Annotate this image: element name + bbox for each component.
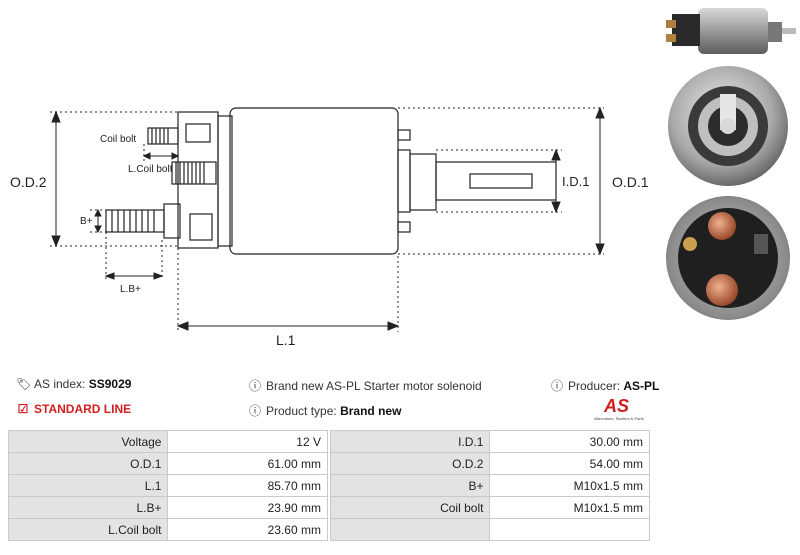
spec-label: L.1 [7, 474, 169, 497]
spec-label [329, 518, 491, 541]
spec-label: O.D.1 [7, 452, 169, 475]
lb-label: L.B+ [120, 284, 141, 295]
spec-label: Coil bolt [329, 496, 491, 519]
id1-label: I.D.1 [562, 174, 589, 189]
spec-value: 23.60 mm [167, 518, 328, 541]
plunger [435, 161, 557, 201]
product-photo-side [666, 8, 796, 54]
standard-line: ☑STANDARD LINE [17, 402, 132, 416]
od2-label: O.D.2 [10, 174, 47, 190]
b-plus-label: B+ [80, 216, 93, 227]
info-icon: ⓘ [550, 379, 563, 393]
spec-label: Voltage [7, 430, 169, 453]
spec-value: 12 V [167, 430, 328, 453]
tag-icon: 🏷 [16, 377, 32, 391]
spec-value: M10x1.5 mm [489, 474, 650, 497]
spec-label: L.Coil bolt [7, 518, 169, 541]
as-index: 🏷AS index: SS9029 [16, 377, 132, 391]
producer-value: AS-PL [623, 379, 660, 393]
spec-label: O.D.2 [329, 452, 491, 475]
spec-value: 61.00 mm [167, 452, 328, 475]
technical-drawing: O.D.2 O.D.1 I.D.1 L.1 L.B+ B+ Coil bolt … [10, 106, 649, 348]
coil-bolt-label: Coil bolt [100, 134, 136, 145]
info-icon: ⓘ [248, 404, 261, 418]
as-pl-logo: AS Alternators, Starters & Parts [594, 396, 644, 421]
plunger-housing [409, 153, 437, 211]
info-icon: ⓘ [248, 379, 261, 393]
spec-label: I.D.1 [329, 430, 491, 453]
spec-value: 54.00 mm [489, 452, 650, 475]
l-coil-bolt-label: L.Coil bolt [128, 164, 173, 175]
as-index-value: SS9029 [88, 377, 132, 391]
rear-cap [177, 111, 219, 249]
spec-value: M10x1.5 mm [489, 496, 650, 519]
product-photo-front [668, 66, 788, 186]
product-type-value: Brand new [340, 404, 402, 418]
coil-bolt [147, 127, 179, 145]
l1-label: L.1 [276, 332, 296, 348]
spec-label: L.B+ [7, 496, 169, 519]
plunger-slot [469, 173, 533, 189]
spec-value [489, 518, 650, 541]
spec-value: 30.00 mm [489, 430, 650, 453]
b-plus-bolt [105, 209, 165, 233]
solenoid-body [229, 107, 399, 255]
product-photo-rear [666, 196, 790, 320]
checkbox-icon: ☑ [17, 402, 29, 416]
od1-label: O.D.1 [612, 174, 649, 190]
spec-value: 23.90 mm [167, 496, 328, 519]
spec-label: B+ [329, 474, 491, 497]
spec-value: 85.70 mm [167, 474, 328, 497]
